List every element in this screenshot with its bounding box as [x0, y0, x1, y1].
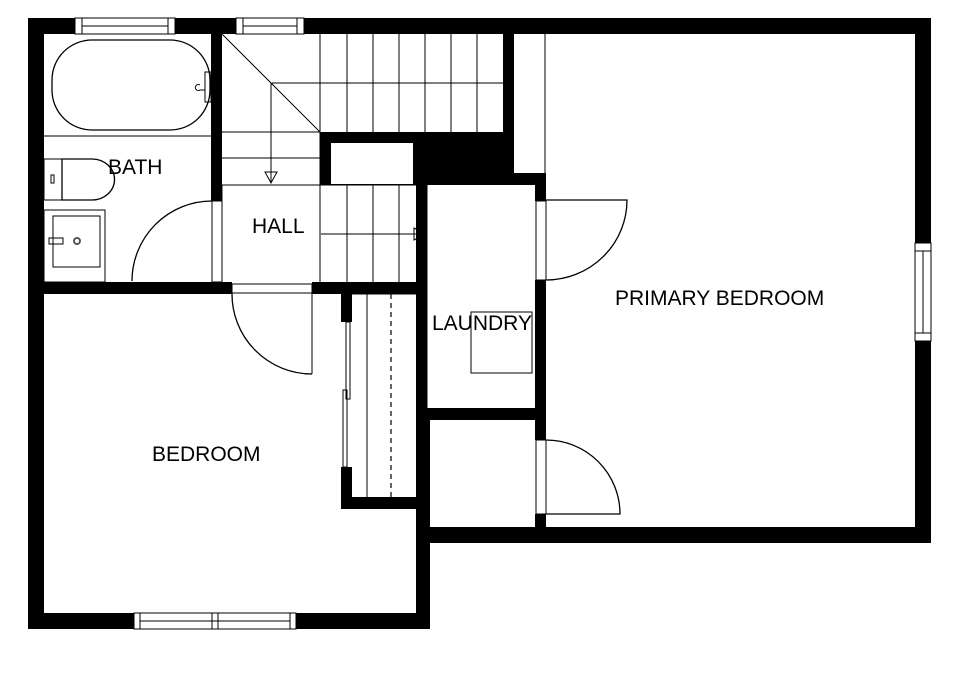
arrow-right-icon [413, 227, 427, 241]
bath-fixtures [43, 39, 223, 283]
laundry-fixtures [426, 185, 533, 408]
bedroom-fixtures [231, 283, 416, 497]
primary-closet [514, 34, 545, 173]
room-label-bath: BATH [108, 156, 162, 179]
stairs [221, 33, 503, 282]
windows [74, 17, 932, 630]
bathtub-icon [51, 39, 211, 131]
washer-icon [470, 311, 533, 374]
arrow-down-icon [264, 171, 278, 185]
toilet-tank-icon [43, 158, 63, 201]
room-label-bedroom: BEDROOM [152, 443, 261, 466]
room-label-hall: HALL [252, 215, 305, 238]
room-label-laundry: LAUNDRY [432, 312, 532, 335]
primary-doors [535, 199, 628, 515]
sink-icon [52, 215, 101, 268]
room-label-primary-bedroom: PRIMARY BEDROOM [615, 287, 824, 310]
interior-walls [44, 18, 546, 532]
faucet-icon [204, 71, 212, 103]
landing-opening [331, 143, 413, 184]
toilet-bowl-icon [61, 158, 116, 201]
vanity-icon [43, 209, 106, 283]
